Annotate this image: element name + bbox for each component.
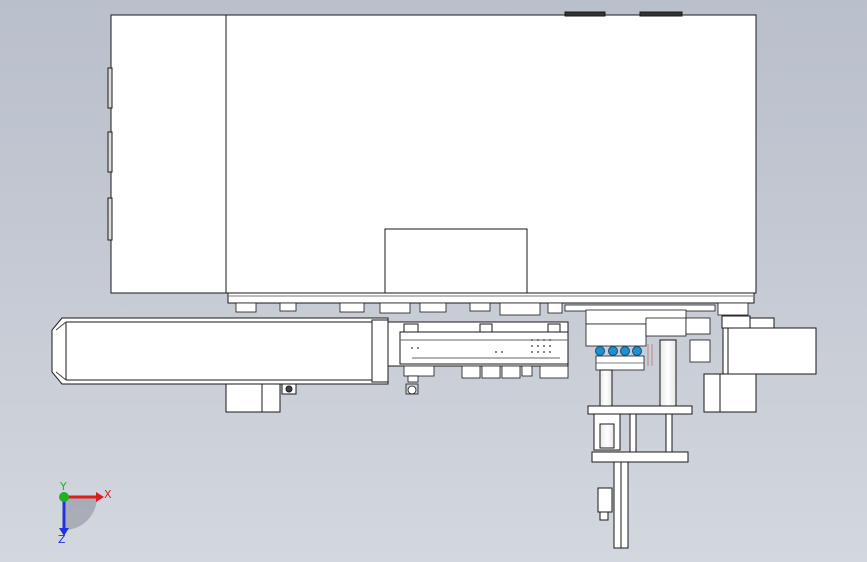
carriage-feet	[403, 365, 569, 395]
lower-arm	[587, 405, 693, 549]
z-axis-label: Z	[58, 533, 66, 546]
blue-fittings	[595, 346, 642, 356]
right-block	[703, 315, 817, 413]
center-carriage	[387, 321, 569, 367]
base-plate	[227, 292, 755, 304]
valve-cluster	[585, 309, 711, 371]
conveyor-beam	[51, 317, 389, 385]
x-axis-label: X	[104, 488, 112, 501]
inspection-window	[384, 228, 528, 294]
coordinate-triad: X Y Z	[58, 480, 112, 546]
triad-shadow-icon	[64, 497, 97, 530]
y-axis-icon	[59, 492, 69, 502]
left-legs	[225, 383, 297, 413]
under-brackets	[235, 302, 749, 316]
y-axis-label: Y	[59, 480, 67, 493]
main-housing	[107, 11, 757, 294]
